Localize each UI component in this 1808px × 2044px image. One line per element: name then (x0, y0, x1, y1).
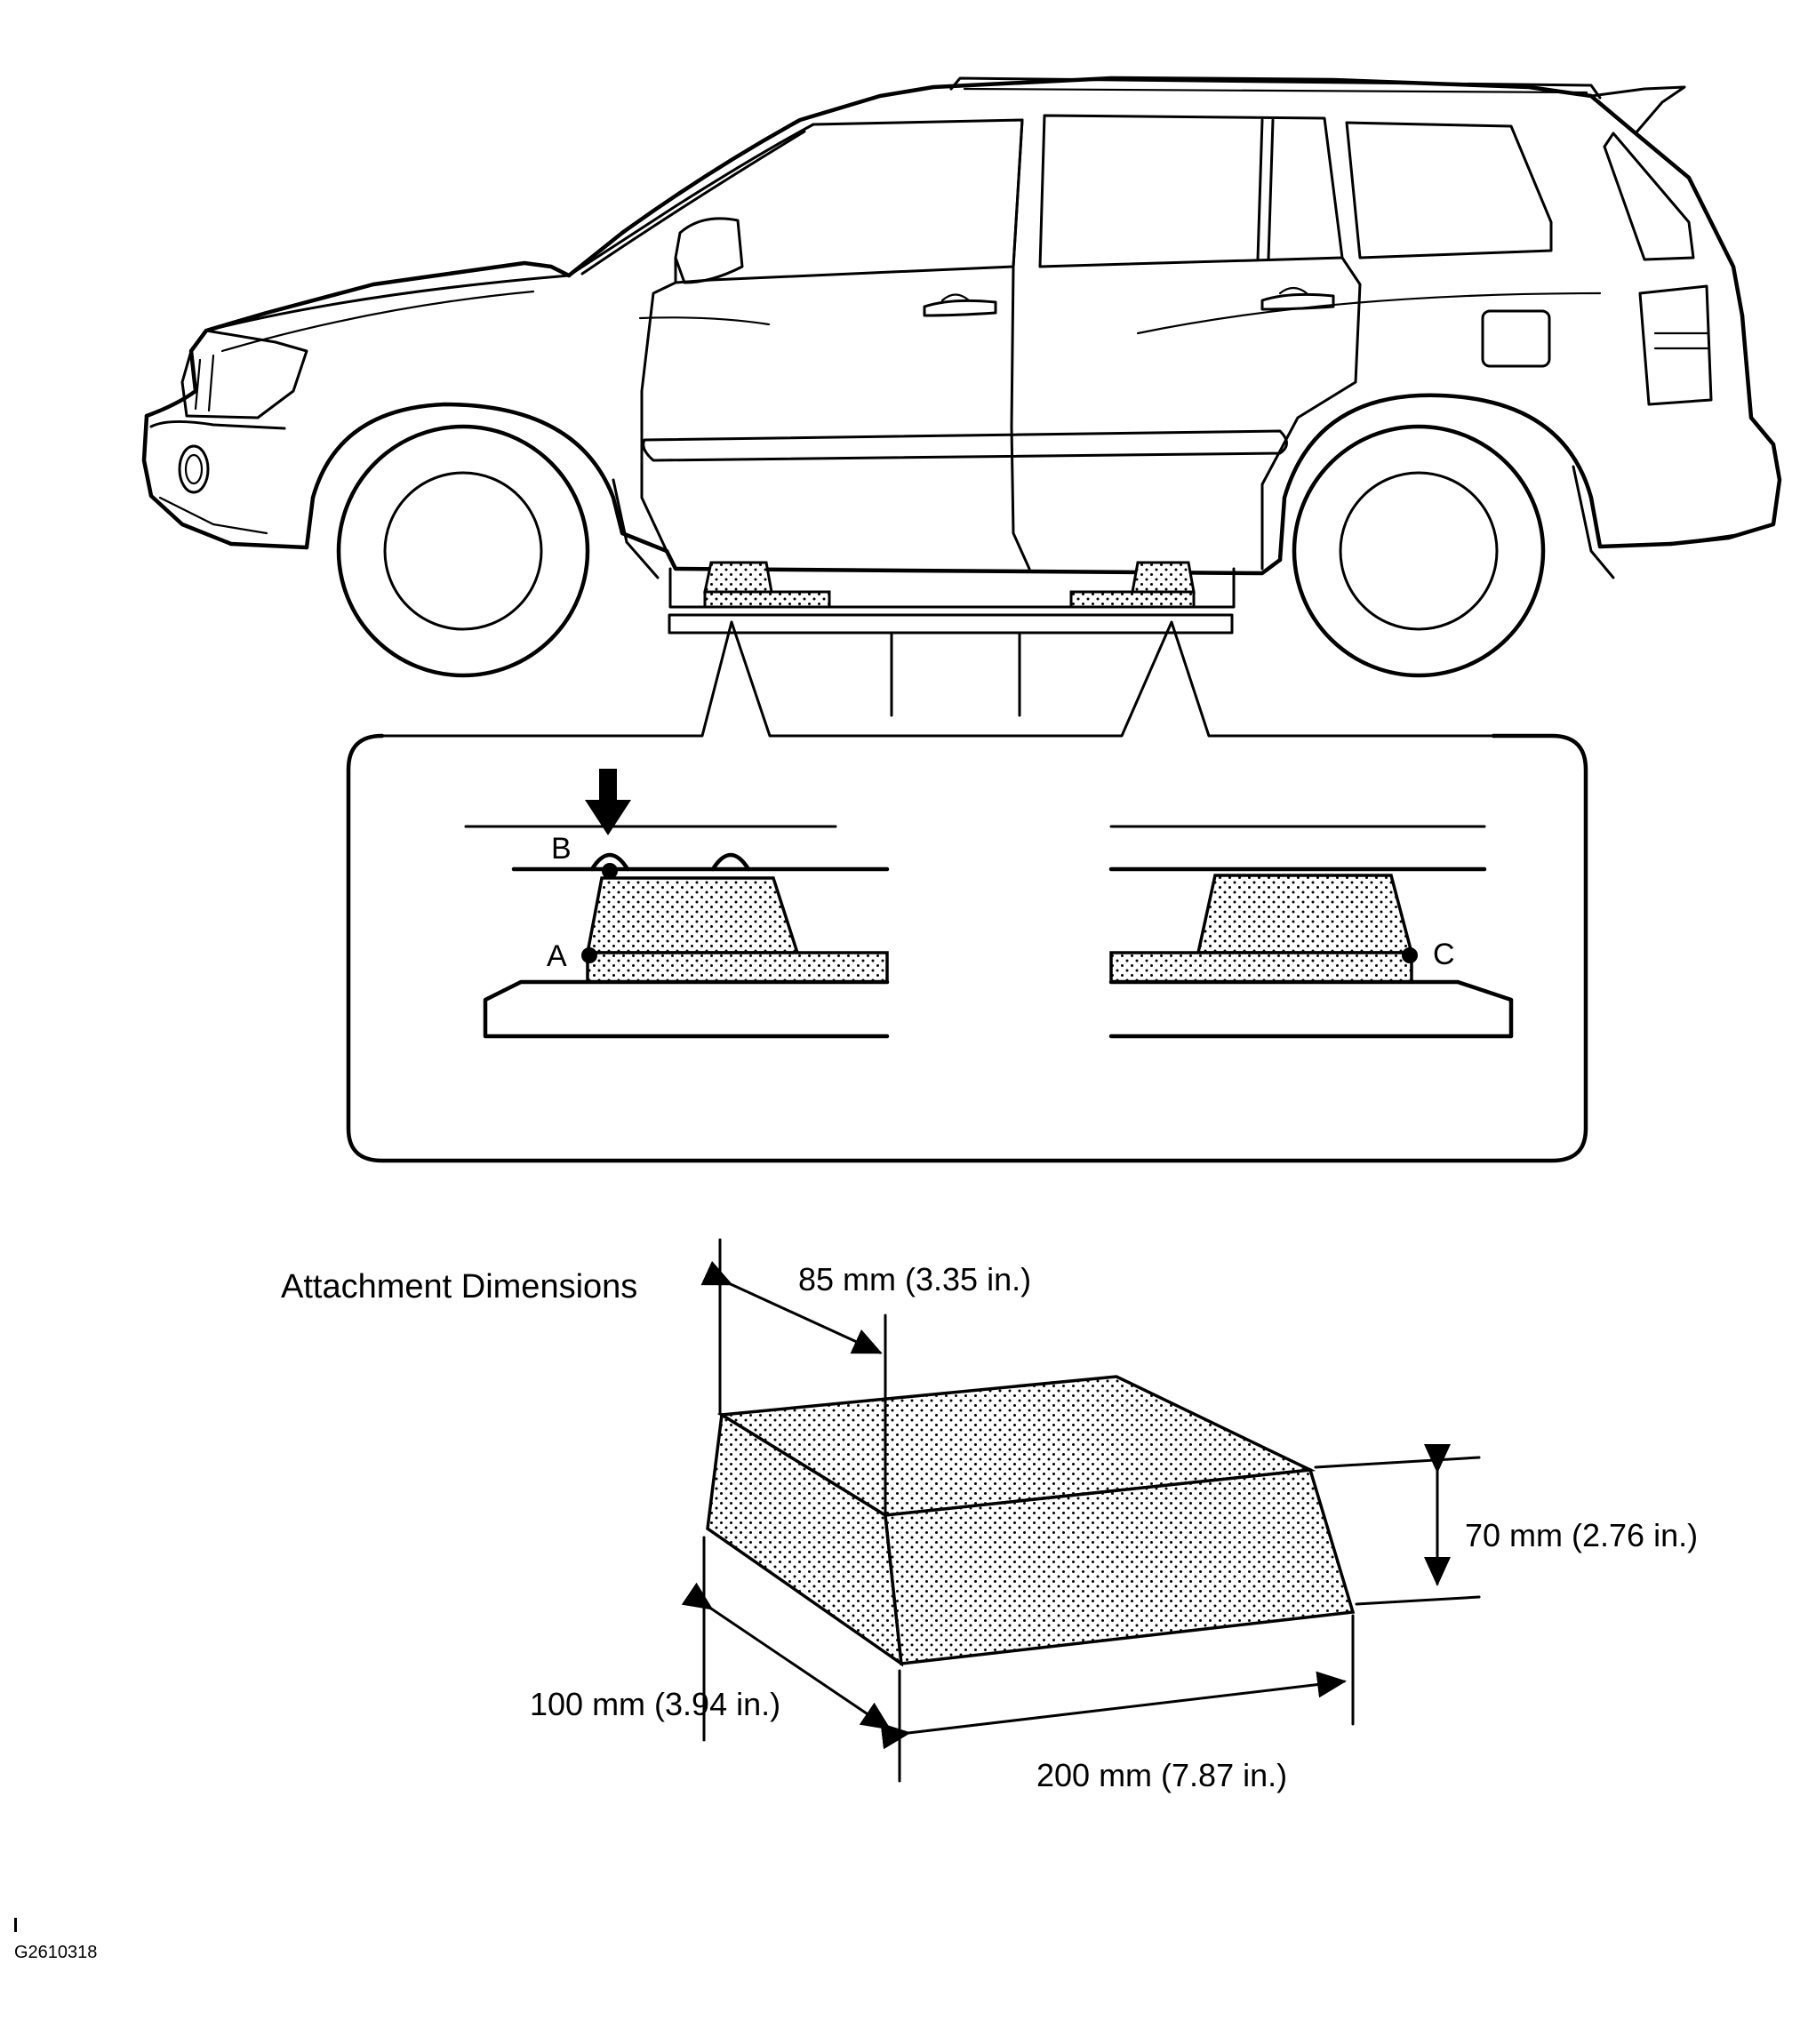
point-a-label: A (547, 939, 567, 973)
vehicle-body (141, 76, 1782, 579)
figure-id: G2610318 (14, 1943, 97, 1962)
length-dimension-label: 200 mm (7.87 in.) (1036, 1757, 1287, 1793)
width-dimension-label: 100 mm (3.94 in.) (530, 1686, 780, 1722)
point-b-marker (602, 863, 618, 879)
revision-mark (14, 1918, 17, 1932)
detail-callout-box (346, 733, 1588, 1163)
detail-right-contact (1108, 825, 1514, 1039)
point-c-label: C (1433, 938, 1455, 971)
lift-attachment-left (703, 561, 831, 609)
depth-dimension-label: 85 mm (3.35 in.) (798, 1261, 1031, 1297)
front-wheel-icon (336, 424, 590, 678)
lift-attachment-right (1069, 561, 1196, 609)
rear-wheel-icon (1292, 424, 1546, 678)
dimension-lines (681, 1238, 1481, 1783)
down-arrow-icon (585, 769, 631, 835)
attachment-block (706, 1313, 1356, 1667)
suv-side-view-icon (141, 76, 1782, 678)
point-b-label: B (551, 832, 572, 866)
detail-left-contact (464, 769, 890, 1039)
point-a-marker (581, 947, 597, 963)
lift-platform (380, 567, 1495, 738)
point-c-marker (1402, 947, 1418, 963)
attachment-dimensions-title: Attachment Dimensions (281, 1268, 637, 1305)
height-dimension-label: 70 mm (2.76 in.) (1465, 1517, 1698, 1553)
